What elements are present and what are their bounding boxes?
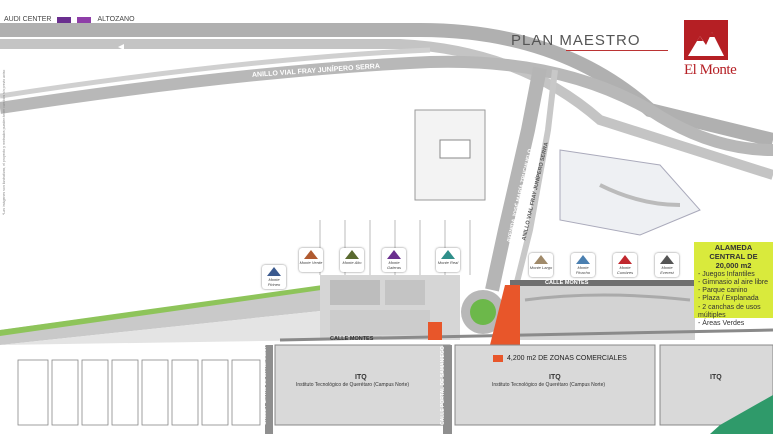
pin-monte-everest[interactable]: Monte Everest — [655, 253, 679, 277]
left-green-belt — [0, 284, 335, 336]
alameda-item: - Juegos Infantiles — [698, 270, 755, 278]
pin-monte-verde[interactable]: Monte Verde — [299, 248, 323, 272]
title-underline — [566, 50, 668, 51]
bottom-left-lots — [17, 359, 261, 426]
pin-monte-cumbres[interactable]: Monte Cumbres — [613, 253, 637, 277]
alameda-info-box: ALAMEDA CENTRAL DE 20,000 m2 - Juegos In… — [694, 242, 773, 327]
pin-monte-alto[interactable]: Monte Alto — [340, 248, 364, 272]
mountain-icon — [441, 250, 455, 259]
commercial-zones-label: 4,200 m2 DE ZONAS COMERCIALES — [507, 355, 627, 362]
itq-label-2: ITQ — [549, 374, 561, 381]
alameda-item: - Áreas Verdes — [698, 320, 745, 328]
commercial-zones-legend: 4,200 m2 DE ZONAS COMERCIALES — [493, 355, 627, 362]
parcel-lines — [319, 220, 471, 275]
calle-montes-label: CALLE MONTES — [330, 336, 374, 342]
avenue-road — [485, 66, 547, 292]
northeast-street — [599, 183, 681, 207]
audi-center-swatch — [57, 16, 72, 23]
arrow-west — [118, 44, 124, 50]
alameda-item: - Gimnasio al aire libre — [698, 278, 769, 286]
mountain-icon — [576, 255, 590, 264]
commercial-zone-east — [490, 285, 520, 345]
audi-center-label: AUDI CENTER — [4, 16, 52, 23]
page-title: PLAN MAESTRO — [511, 32, 641, 49]
street-alameda — [265, 345, 273, 434]
mountain-icon — [534, 255, 548, 264]
anillo-road — [0, 55, 773, 156]
mountain-icon — [618, 255, 632, 264]
green-corner — [710, 395, 773, 434]
alameda-item: - Parque canino — [698, 287, 748, 295]
itq-name-1: Instituto Tecnológico de Querétaro (Camp… — [296, 382, 410, 388]
central-block-1 — [330, 280, 380, 305]
roundabout-center — [470, 299, 496, 325]
pin-monte-real[interactable]: Monte Real — [436, 248, 460, 272]
pin-monte-picacho[interactable]: Monte Picacho — [571, 253, 595, 277]
pin-monte-pirineo[interactable]: Monte Pirineo — [262, 265, 286, 289]
commercial-zone-west — [428, 322, 442, 340]
alameda-item: - 2 canchas de usos múltiples — [698, 303, 761, 319]
calle-montes-road — [279, 328, 773, 342]
northeast-block — [559, 149, 701, 236]
alameda-title: ALAMEDA CENTRAL DE 20,000 m2 — [709, 243, 758, 270]
disclaimer-note: *Las imágenes son ilustrativas, el proye… — [2, 69, 6, 215]
calle-alameda-label: CALLE PORTAL DE LA ALAMEDA — [262, 344, 268, 425]
itq-name-2: Instituto Tecnológico de Querétaro (Camp… — [492, 382, 606, 388]
altozano-swatch — [77, 16, 92, 23]
central-block-3 — [330, 310, 430, 335]
mountain-icon — [660, 255, 674, 264]
mountain-icon — [267, 267, 281, 276]
central-block-2 — [385, 280, 425, 305]
pin-monte-largo[interactable]: Monte Largo — [529, 253, 553, 277]
mountain-icon — [345, 250, 359, 259]
itq-label-1: ITQ — [355, 374, 367, 381]
brand-name: El Monte — [684, 62, 737, 78]
alameda-item: - Plaza / Explanada — [698, 295, 759, 303]
calle-samaniego-label: CALLE PORTAL DE SAMANIEGO — [440, 346, 446, 425]
calle-montes-right-label: CALLE MONTES — [545, 280, 589, 286]
left-strip-lower — [0, 310, 330, 345]
mountain-icon — [387, 250, 401, 259]
east-curve — [524, 293, 691, 302]
avenue-side — [512, 69, 558, 291]
altozano-label: ALTOZANO — [97, 16, 135, 23]
east-residential — [520, 280, 695, 340]
mountain-icon — [304, 250, 318, 259]
anillo-service — [0, 47, 431, 99]
itq-block-1 — [274, 344, 451, 426]
top-legend: AUDI CENTER ALTOZANO — [4, 16, 135, 23]
el-monte-logo-icon — [684, 20, 728, 60]
pin-monte-galeras[interactable]: Monte Galeras — [382, 248, 406, 272]
north-building — [439, 139, 471, 159]
arrow-east — [464, 93, 470, 99]
itq-block-2 — [454, 344, 656, 426]
street-samaniego — [443, 345, 452, 434]
commercial-zones-swatch — [493, 355, 503, 362]
itq-label-3: ITQ — [710, 374, 722, 381]
